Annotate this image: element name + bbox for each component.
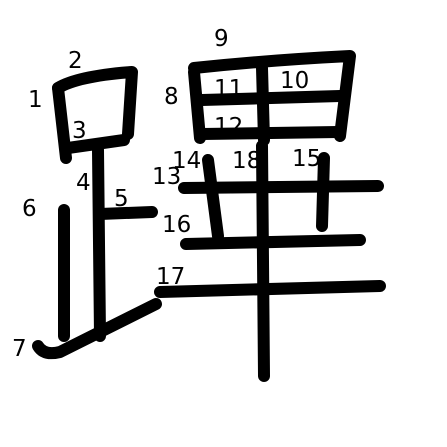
stroke-5 xyxy=(94,206,158,220)
stroke-number-11: 11 xyxy=(214,76,243,102)
stroke-number-14: 14 xyxy=(172,148,201,174)
stroke-number-18: 18 xyxy=(232,148,261,174)
stroke-number-7: 7 xyxy=(12,336,27,362)
stroke-number-10: 10 xyxy=(280,68,309,94)
stroke-9 xyxy=(188,50,356,142)
stroke-number-16: 16 xyxy=(162,212,191,238)
stroke-2 xyxy=(52,66,138,140)
stroke-3 xyxy=(62,134,130,154)
stroke-12 xyxy=(196,126,344,140)
stroke-number-6: 6 xyxy=(22,196,37,222)
stroke-15 xyxy=(316,152,330,232)
stroke-8 xyxy=(188,66,206,144)
stroke-number-17: 17 xyxy=(156,264,185,290)
stroke-16 xyxy=(180,234,366,250)
stroke-17 xyxy=(154,280,386,298)
stroke-number-2: 2 xyxy=(68,48,83,74)
stroke-18 xyxy=(256,140,270,382)
stroke-4 xyxy=(92,144,106,342)
stroke-number-5: 5 xyxy=(114,186,129,212)
stroke-number-4: 4 xyxy=(76,170,91,196)
stroke-number-13: 13 xyxy=(152,164,181,190)
character-strokes xyxy=(32,50,386,382)
stroke-number-9: 9 xyxy=(214,26,229,52)
stroke-number-8: 8 xyxy=(164,84,179,110)
stroke-number-labels: 1 2 3 4 5 6 7 8 9 10 11 12 13 14 15 16 1… xyxy=(12,26,321,362)
stroke-number-12: 12 xyxy=(214,114,243,140)
stroke-number-3: 3 xyxy=(72,118,87,144)
stroke-10 xyxy=(196,90,346,106)
stroke-14 xyxy=(202,154,224,242)
stroke-number-1: 1 xyxy=(28,87,43,113)
stroke-7 xyxy=(32,298,162,360)
stroke-number-15: 15 xyxy=(292,146,321,172)
